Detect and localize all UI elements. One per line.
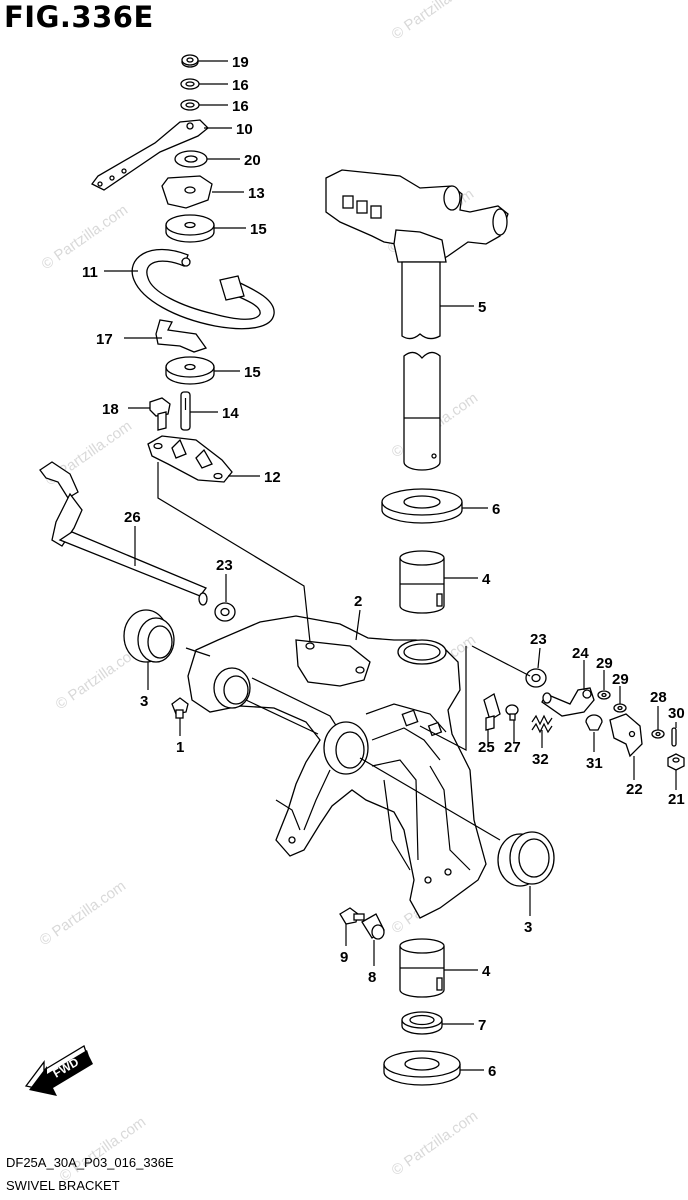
part-washer-16b (180, 99, 200, 111)
callout-3: 3 (524, 919, 532, 936)
part-bushing-3b (497, 831, 555, 887)
callout-5: 5 (478, 299, 486, 316)
callout-10: 10 (236, 121, 253, 138)
callout-21: 21 (668, 791, 685, 808)
callout-16: 16 (232, 77, 249, 94)
callout-20: 20 (244, 152, 261, 169)
figure-name: SWIVEL BRACKET (6, 1178, 120, 1193)
part-nut-21 (667, 753, 685, 771)
part-swivel-bracket-2 (187, 615, 487, 919)
part-arm-24 (541, 687, 595, 717)
callout-18: 18 (102, 401, 119, 418)
callout-14: 14 (222, 405, 239, 422)
callout-23: 23 (530, 631, 547, 648)
callout-22: 22 (626, 781, 643, 798)
callout-26: 26 (124, 509, 141, 526)
figure-code: DF25A_30A_P03_016_336E (6, 1155, 174, 1170)
callout-15: 15 (244, 364, 261, 381)
callout-1: 1 (176, 739, 184, 756)
callout-2: 2 (354, 593, 362, 610)
callout-17: 17 (96, 331, 113, 348)
callout-27: 27 (504, 739, 521, 756)
callout-4: 4 (482, 963, 491, 980)
part-screw-27 (505, 704, 519, 721)
part-clip-31 (585, 714, 603, 731)
watermark-text: © Partzilla.com (37, 877, 130, 949)
part-washer-29a (597, 690, 611, 700)
watermark-text: © Partzilla.com (39, 201, 132, 273)
part-pin-14 (180, 391, 191, 431)
assembly-lines (157, 462, 531, 841)
callout-23: 23 (216, 557, 233, 574)
part-bushing-4a (399, 550, 445, 614)
part-pin-30 (671, 727, 677, 747)
part-bolt-9 (339, 907, 365, 925)
part-washer-28 (651, 729, 665, 739)
callout-11: 11 (82, 264, 98, 281)
part-bracket-25 (483, 693, 501, 731)
callout-28: 28 (650, 689, 667, 706)
watermark-text: © Partzilla.com (389, 1107, 482, 1179)
callout-24: 24 (572, 645, 589, 662)
part-washer-6b (383, 1050, 461, 1086)
watermark-text: © Partzilla.com (389, 0, 482, 43)
part-plate-22 (609, 713, 643, 758)
callout-30: 30 (668, 705, 685, 722)
part-fitting-1 (171, 697, 189, 719)
callout-13: 13 (248, 185, 265, 202)
part-bushing-15b (165, 356, 215, 385)
part-clip-17 (155, 319, 208, 353)
callout-3: 3 (140, 693, 148, 710)
callout-8: 8 (368, 969, 376, 986)
callout-12: 12 (264, 469, 281, 486)
callout-6: 6 (492, 501, 500, 518)
leader-lines (104, 60, 677, 1071)
part-washer-16a (180, 78, 200, 90)
part-plate-13 (161, 175, 213, 209)
callout-19: 19 (232, 54, 249, 71)
part-washer-29b (613, 703, 627, 713)
watermark-text: © Partzilla.com (57, 1113, 150, 1185)
callout-7: 7 (478, 1017, 486, 1034)
part-collar-23a (214, 602, 236, 622)
part-rod-26 (39, 461, 208, 606)
part-plate-12 (147, 435, 233, 483)
part-collar-23b (525, 668, 547, 688)
fwd-arrow: FWD (24, 1045, 93, 1096)
part-bushing-3a (123, 609, 175, 663)
callout-16: 16 (232, 98, 249, 115)
part-bushing-4b (399, 938, 445, 998)
callout-29: 29 (612, 671, 629, 688)
part-spring-32 (531, 714, 553, 734)
part-collar-8 (361, 913, 385, 940)
callout-32: 32 (532, 751, 549, 768)
part-bolt-18 (149, 397, 171, 431)
callout-25: 25 (478, 739, 495, 756)
part-ring-7 (401, 1011, 443, 1035)
part-handle-11 (131, 248, 275, 330)
figure-title: FIG.336E (4, 0, 154, 34)
part-shaft-5 (325, 169, 509, 471)
callout-4: 4 (482, 571, 491, 588)
callout-15: 15 (250, 221, 267, 238)
part-bushing-15a (165, 214, 215, 243)
part-nut-19 (181, 54, 199, 68)
part-washer-20 (174, 150, 208, 168)
callout-9: 9 (340, 949, 348, 966)
part-lever-10 (91, 119, 209, 191)
callout-6: 6 (488, 1063, 496, 1080)
part-washer-6a (381, 488, 463, 524)
callout-29: 29 (596, 655, 613, 672)
callout-31: 31 (586, 755, 603, 772)
